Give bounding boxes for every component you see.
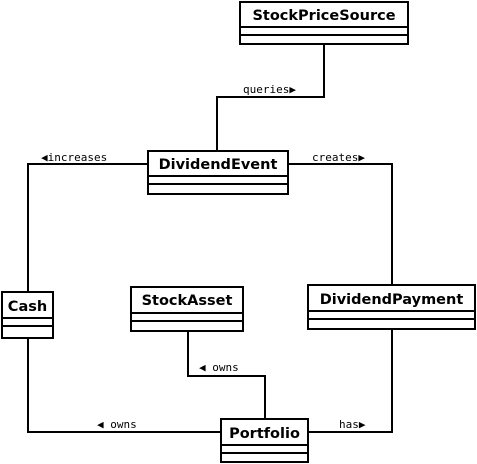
- label-creates: creates▶: [312, 151, 365, 164]
- label-increases: ◀increases: [41, 151, 107, 164]
- class-portfolio[interactable]: Portfolio: [220, 418, 309, 463]
- edge-stockpricesource-dividendevent: [216, 44, 325, 151]
- class-name: StockPriceSource: [252, 8, 395, 24]
- class-name: DividendEvent: [159, 157, 278, 173]
- class-cash[interactable]: Cash: [1, 291, 54, 339]
- edge-cash-portfolio: [27, 338, 221, 433]
- label-owns-cash: ◀ owns: [97, 418, 137, 431]
- class-stock-price-source[interactable]: StockPriceSource: [239, 1, 409, 45]
- edge-dividendevent-cash: [27, 163, 148, 292]
- edge-dividendpayment-portfolio: [308, 329, 393, 433]
- edge-stockasset-portfolio: [187, 331, 266, 419]
- class-name: StockAsset: [142, 293, 233, 309]
- label-has: has▶: [339, 418, 366, 431]
- class-stock-asset[interactable]: StockAsset: [130, 286, 244, 332]
- class-name: Portfolio: [229, 426, 300, 442]
- class-name: Cash: [8, 299, 47, 315]
- class-name: DividendPayment: [320, 292, 464, 308]
- class-dividend-payment[interactable]: DividendPayment: [307, 284, 476, 330]
- edge-dividendevent-dividendpayment: [288, 163, 393, 285]
- class-dividend-event[interactable]: DividendEvent: [147, 150, 289, 195]
- label-owns-stock: ◀ owns: [199, 361, 239, 374]
- label-queries: queries▶: [243, 83, 296, 96]
